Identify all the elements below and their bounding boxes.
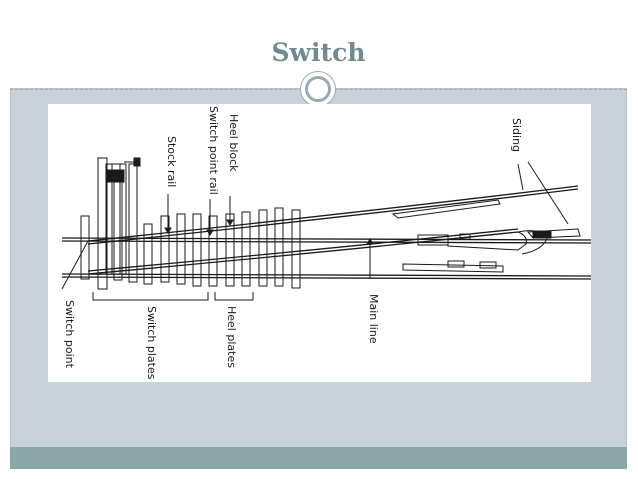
- crosstie: [192, 213, 202, 287]
- switch-point-tip: [61, 240, 89, 290]
- siding-label: Siding: [510, 118, 523, 153]
- stock-rail-label: Stock rail: [165, 136, 178, 188]
- siding-end-frog: [526, 228, 581, 239]
- crosstie: [258, 209, 268, 287]
- siding-leader-b: [527, 161, 569, 225]
- siding-rail-outer-inner: [87, 188, 579, 245]
- switch-point-label: Switch point: [63, 300, 76, 368]
- siding-rail-outer: [87, 185, 579, 242]
- crosstie: [97, 157, 108, 290]
- main-line-label: Main line: [367, 294, 380, 344]
- switch-plates-label: Switch plates: [145, 306, 158, 380]
- switch-diagram-svg: [61, 157, 591, 301]
- stock-rail-upper-inner: [61, 240, 591, 244]
- frog-plate: [417, 234, 449, 246]
- crosstie: [274, 207, 284, 287]
- switch-diagram: Heel block Switch point rail Stock rail …: [48, 104, 591, 382]
- footer-bar: [10, 447, 627, 469]
- guard-rail-plate: [447, 260, 465, 268]
- crosstie: [128, 163, 138, 283]
- switch-stand-target: [133, 157, 141, 167]
- switch-point-leader: [61, 240, 89, 290]
- switch-stand: [105, 157, 141, 275]
- crossties: [80, 157, 301, 290]
- heel-plates-bracket: [214, 292, 254, 301]
- plate-brackets: [92, 292, 254, 301]
- crosstie: [176, 213, 186, 285]
- heel-block-arrow-icon: [226, 219, 234, 226]
- slide-title: Switch: [271, 38, 366, 67]
- guard-rail-plate: [479, 261, 497, 269]
- main-line-arrow-icon: [366, 238, 374, 245]
- switch-plates-bracket: [92, 292, 209, 301]
- switch-point-rail-arrow-icon: [206, 229, 214, 236]
- circle-ornament-inner: [305, 76, 331, 102]
- frog-bolt-block: [459, 233, 471, 240]
- stock-rail-lower-inner: [61, 276, 591, 280]
- guard-rails: [391, 199, 504, 273]
- crosstie: [291, 209, 301, 289]
- guard-rail-lower: [402, 263, 504, 273]
- heel-block-label: Heel block: [227, 114, 240, 172]
- siding-end-plate: [532, 230, 552, 239]
- crosstie: [113, 173, 123, 281]
- switch-stand-lamp: [107, 169, 125, 183]
- siding-end: [526, 228, 581, 239]
- main-line-rails: [61, 237, 591, 280]
- siding-leader-a: [517, 163, 524, 191]
- crosstie: [160, 215, 170, 283]
- circle-ornament-icon: [300, 71, 336, 107]
- crosstie: [208, 215, 218, 287]
- stock-rail-upper: [61, 237, 591, 241]
- stock-rail-lower: [61, 273, 591, 277]
- crosstie: [143, 223, 153, 285]
- crosstie: [80, 215, 90, 280]
- guard-rail-upper: [391, 199, 501, 219]
- frog-body: [447, 231, 527, 251]
- switch-point-rail-inner: [87, 228, 519, 272]
- crosstie: [241, 211, 251, 287]
- heel-plates-label: Heel plates: [225, 306, 238, 368]
- switch-point-rail-label: Switch point rail: [207, 106, 220, 195]
- stock-rail-arrow-icon: [164, 227, 172, 234]
- leader-lines: [164, 161, 569, 279]
